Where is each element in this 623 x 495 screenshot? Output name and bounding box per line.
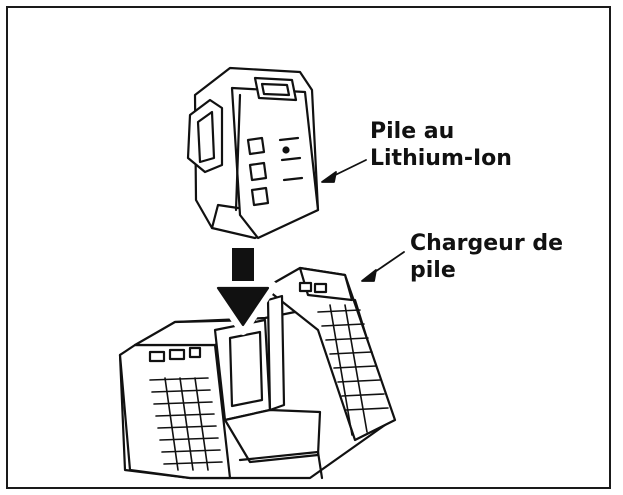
battery-pack-illustration <box>186 66 320 240</box>
label-charger-line1: Chargeur de <box>410 231 564 256</box>
leader-arrow-battery <box>321 159 367 183</box>
label-battery: Pile au Lithium-Ion <box>370 118 512 172</box>
figure-frame <box>6 6 611 489</box>
label-battery-line1: Pile au <box>370 119 455 144</box>
charger-illustration <box>118 266 397 480</box>
leader-arrow-charger <box>361 251 405 282</box>
label-charger: Chargeur de pile <box>410 230 563 284</box>
label-charger-line2: pile <box>410 258 456 283</box>
label-battery-line2: Lithium-Ion <box>370 146 512 171</box>
insertion-arrow-icon <box>209 248 277 335</box>
